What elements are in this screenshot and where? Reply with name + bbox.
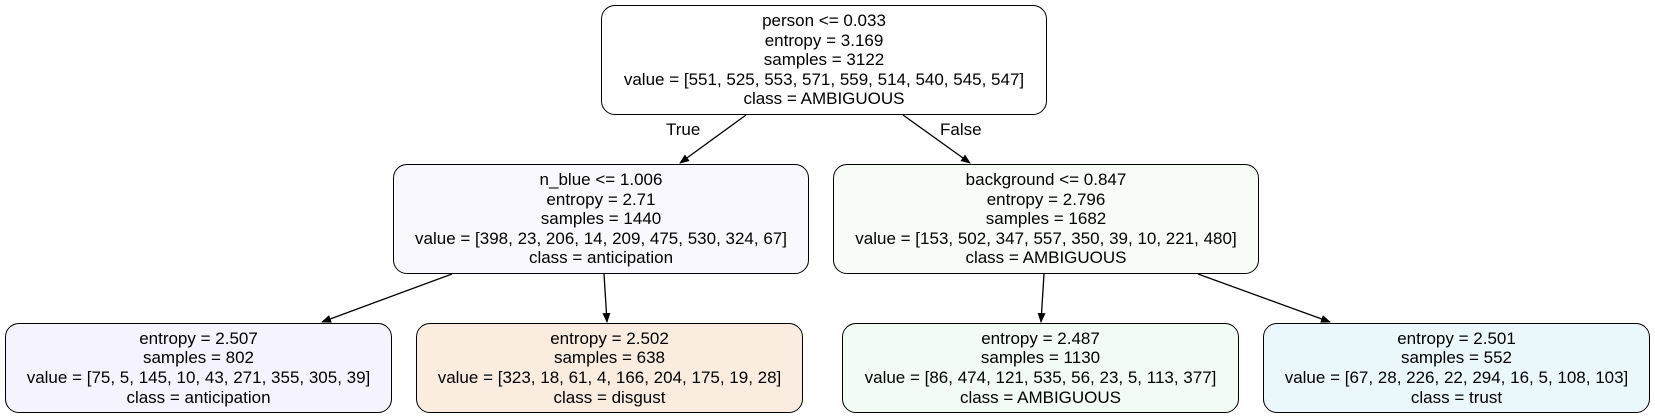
node-entropy: entropy = 3.169 (764, 30, 884, 50)
edge-label-true: True (666, 120, 701, 139)
node-samples: samples = 1682 (985, 209, 1107, 229)
node-samples: samples = 1130 (980, 348, 1101, 368)
node-split-rule: n_blue <= 1.006 (539, 170, 663, 190)
edge-left-to-left-left (321, 273, 453, 323)
node-class: class = anticipation (126, 387, 271, 407)
node-samples: samples = 552 (1400, 348, 1513, 368)
node-split-rule: background <= 0.847 (965, 170, 1127, 190)
node-entropy: entropy = 2.487 (981, 328, 1100, 348)
node-samples: samples = 1440 (540, 209, 662, 229)
edge-label-false: False (940, 120, 982, 139)
node-value: value = [551, 525, 553, 571, 559, 514, 5… (623, 69, 1025, 89)
tree-leaf-right-left: entropy = 2.487 samples = 1130 value = [… (842, 323, 1239, 413)
node-class: class = AMBIGUOUS (959, 387, 1122, 407)
tree-node-left: n_blue <= 1.006 entropy = 2.71 samples =… (393, 164, 809, 274)
node-class: class = anticipation (528, 248, 674, 268)
tree-node-right: background <= 0.847 entropy = 2.796 samp… (833, 164, 1259, 274)
edge-root-to-right (902, 114, 971, 164)
node-value: value = [153, 502, 347, 557, 350, 39, 10… (855, 228, 1237, 248)
node-samples: samples = 802 (142, 348, 255, 368)
node-class: class = trust (1410, 387, 1503, 407)
edge-right-to-right-left (1037, 273, 1046, 323)
node-class: class = AMBIGUOUS (743, 89, 905, 109)
node-value: value = [398, 23, 206, 14, 209, 475, 530… (415, 228, 787, 248)
tree-node-root: person <= 0.033 entropy = 3.169 samples … (601, 5, 1047, 115)
node-value: value = [323, 18, 61, 4, 166, 204, 175, … (437, 368, 782, 387)
node-entropy: entropy = 2.502 (550, 328, 669, 348)
tree-leaf-left-left: entropy = 2.507 samples = 802 value = [7… (5, 323, 392, 413)
node-entropy: entropy = 2.71 (546, 189, 656, 209)
node-value: value = [75, 5, 145, 10, 43, 271, 355, 3… (26, 368, 371, 387)
node-value: value = [67, 28, 226, 22, 294, 16, 5, 10… (1284, 368, 1629, 387)
node-class: class = AMBIGUOUS (965, 248, 1127, 268)
edge-left-to-left-right (602, 273, 611, 323)
node-class: class = disgust (553, 387, 666, 407)
node-samples: samples = 638 (553, 348, 666, 368)
tree-leaf-left-right: entropy = 2.502 samples = 638 value = [3… (416, 323, 803, 413)
edge-root-to-left (679, 114, 747, 164)
node-value: value = [86, 474, 121, 535, 56, 23, 5, 1… (864, 368, 1217, 387)
node-entropy: entropy = 2.796 (986, 189, 1106, 209)
edge-right-to-right-right (1197, 273, 1331, 323)
tree-leaf-right-right: entropy = 2.501 samples = 552 value = [6… (1263, 323, 1650, 413)
node-entropy: entropy = 2.501 (1397, 328, 1516, 348)
node-entropy: entropy = 2.507 (139, 328, 258, 348)
node-samples: samples = 3122 (763, 50, 885, 70)
node-split-rule: person <= 0.033 (762, 11, 886, 31)
